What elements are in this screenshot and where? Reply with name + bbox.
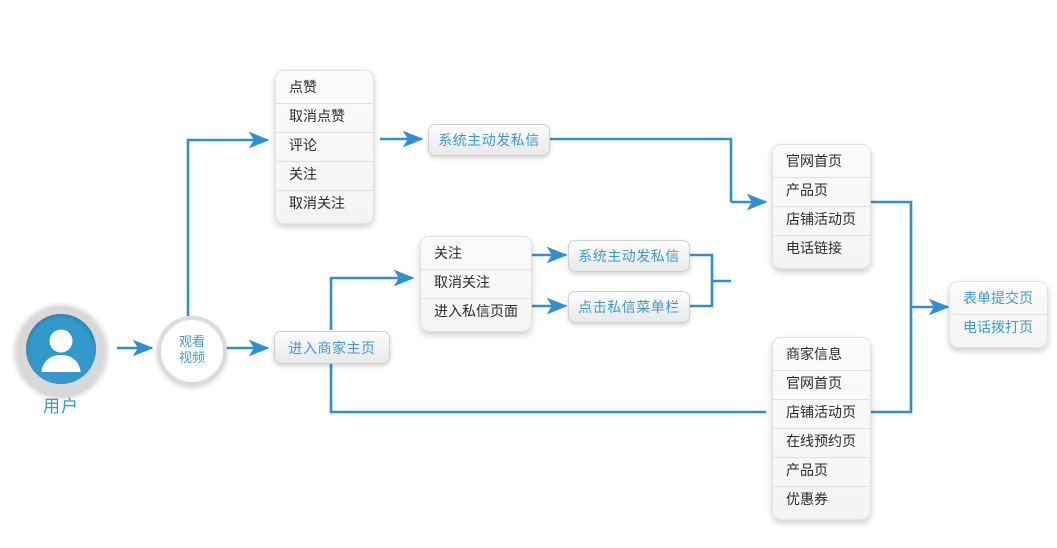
- list-item[interactable]: 店铺活动页: [773, 400, 870, 429]
- user-icon: [26, 314, 96, 384]
- action-system-direct-message-mid[interactable]: 系统主动发私信: [568, 240, 690, 272]
- list-item[interactable]: 官网首页: [773, 149, 870, 178]
- list-item[interactable]: 电话链接: [786, 241, 842, 257]
- list-item[interactable]: 评论: [276, 133, 373, 162]
- user-label: 用户: [43, 397, 79, 417]
- list-item[interactable]: 取消点赞: [276, 104, 373, 133]
- list-conversion-pages: 表单提交页 电话拨打页: [949, 281, 1048, 348]
- user-avatar: [15, 303, 107, 395]
- wire-landingbottom-to-rail: [869, 307, 913, 414]
- action-system-direct-message-top[interactable]: 系统主动发私信: [428, 124, 550, 156]
- list-item[interactable]: 取消关注: [289, 196, 345, 212]
- wire-landingtop-to-rail: [869, 200, 913, 307]
- watch-video-line-2: 视频: [178, 351, 205, 366]
- list-item[interactable]: 电话拨打页: [963, 320, 1033, 336]
- list-item[interactable]: 点赞: [276, 75, 373, 104]
- list-item[interactable]: 店铺活动页: [773, 207, 870, 236]
- action-click-dm-menu-bar[interactable]: 点击私信菜单栏: [568, 291, 690, 323]
- list-item[interactable]: 表单提交页: [950, 286, 1047, 315]
- list-item[interactable]: 商家信息: [773, 342, 870, 371]
- list-video-actions: 点赞 取消点赞 评论 关注 取消关注: [275, 70, 374, 224]
- list-item[interactable]: 在线预约页: [773, 429, 870, 458]
- wire-dm-to-rail: [548, 137, 733, 202]
- list-merchant-actions: 关注 取消关注 进入私信页面: [420, 236, 532, 332]
- wire-bracket-middle: [688, 253, 714, 308]
- wire-merchant-to-landing-bottom: [329, 364, 766, 414]
- list-item[interactable]: 关注: [276, 162, 373, 191]
- wire-merchant-to-actions: [329, 269, 415, 330]
- list-landing-pages-bottom: 商家信息 官网首页 店铺活动页 在线预约页 产品页 优惠券: [772, 337, 871, 520]
- list-item[interactable]: 产品页: [773, 178, 870, 207]
- list-item[interactable]: 取消关注: [421, 270, 531, 299]
- list-item[interactable]: 进入私信页面: [434, 304, 518, 320]
- node-watch-video[interactable]: 观看 视频: [157, 316, 227, 386]
- node-enter-merchant-home[interactable]: 进入商家主页: [274, 331, 390, 364]
- list-item[interactable]: 优惠券: [786, 492, 828, 508]
- list-item[interactable]: 关注: [421, 241, 531, 270]
- watch-video-line-1: 观看: [178, 335, 205, 350]
- list-item[interactable]: 官网首页: [773, 371, 870, 400]
- list-item[interactable]: 产品页: [773, 458, 870, 487]
- list-landing-pages-top: 官网首页 产品页 店铺活动页 电话链接: [772, 144, 871, 269]
- wire-video-to-actions: [186, 131, 270, 316]
